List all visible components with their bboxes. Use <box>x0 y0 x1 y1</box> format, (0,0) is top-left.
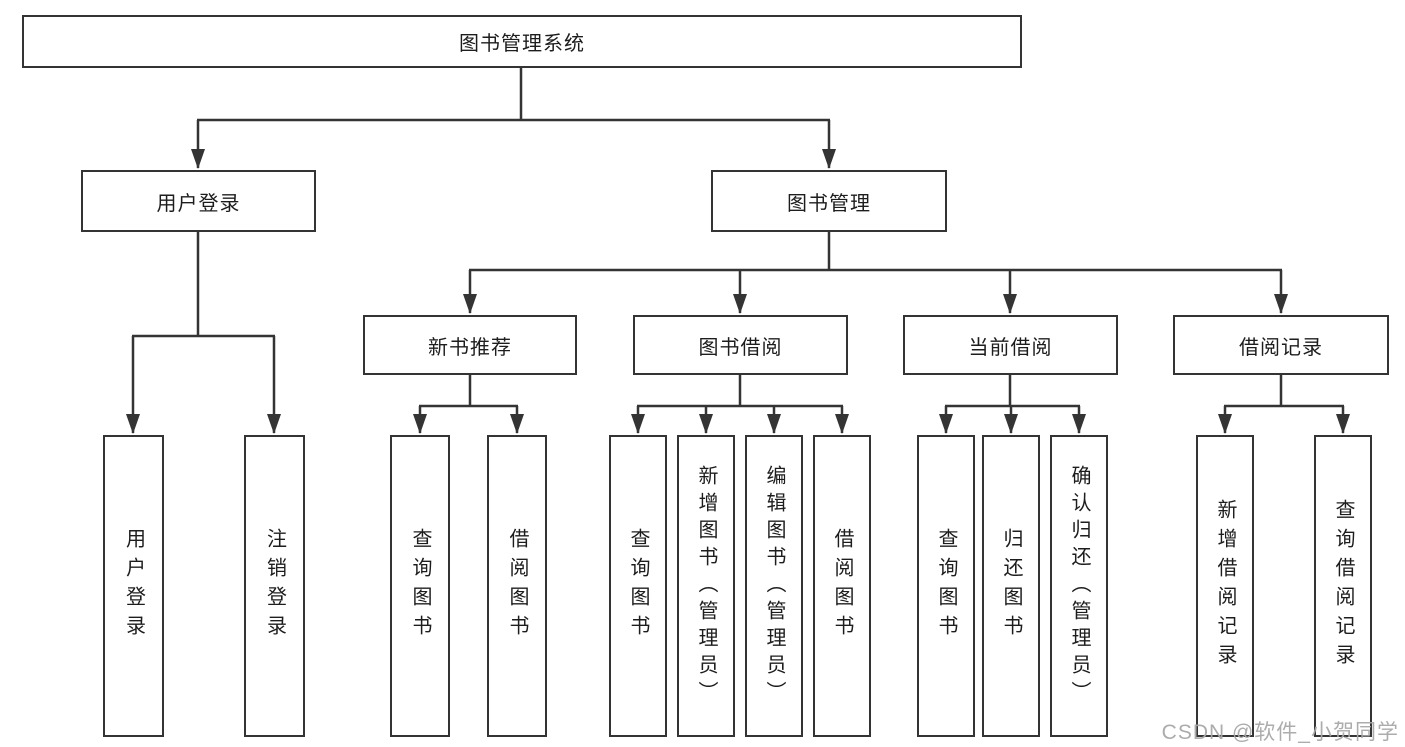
leaf-query-borrow-record-label: 查询借阅记录 <box>1332 499 1354 673</box>
node-borrow-records-label: 借阅记录 <box>1239 336 1323 359</box>
leaf-edit-book-admin: 编辑图书（管理员） <box>745 435 803 737</box>
leaf-borrow-book-recommend: 借阅图书 <box>487 435 547 737</box>
leaf-confirm-return-admin-label: 确认归还（管理员） <box>1068 464 1090 708</box>
leaf-return-book: 归还图书 <box>982 435 1040 737</box>
node-borrow-records: 借阅记录 <box>1173 315 1389 375</box>
node-current-borrow: 当前借阅 <box>903 315 1118 375</box>
leaf-add-book-admin: 新增图书（管理员） <box>677 435 735 737</box>
leaf-confirm-return-admin: 确认归还（管理员） <box>1050 435 1108 737</box>
leaf-add-borrow-record: 新增借阅记录 <box>1196 435 1254 737</box>
node-user-login-label: 用户登录 <box>156 192 241 215</box>
node-user-login: 用户登录 <box>81 170 316 232</box>
node-root-system: 图书管理系统 <box>22 15 1022 68</box>
node-book-borrow-label: 图书借阅 <box>698 336 783 359</box>
leaf-borrow-book: 借阅图书 <box>813 435 871 737</box>
node-root-label: 图书管理系统 <box>459 33 585 55</box>
leaf-user-login: 用户登录 <box>103 435 164 737</box>
leaf-add-book-admin-label: 新增图书（管理员） <box>695 464 717 708</box>
leaf-query-book-current: 查询图书 <box>917 435 975 737</box>
node-book-borrow: 图书借阅 <box>633 315 848 375</box>
leaf-logout-label: 注销登录 <box>263 528 286 644</box>
leaf-query-book-recommend: 查询图书 <box>390 435 450 737</box>
node-new-book-recommend: 新书推荐 <box>363 315 577 375</box>
leaf-logout: 注销登录 <box>244 435 305 737</box>
leaf-user-login-label: 用户登录 <box>122 528 145 644</box>
leaf-query-book-borrow: 查询图书 <box>609 435 667 737</box>
leaf-query-book-current-label: 查询图书 <box>935 528 957 644</box>
node-book-management-label: 图书管理 <box>787 192 871 215</box>
leaf-add-borrow-record-label: 新增借阅记录 <box>1214 499 1236 673</box>
leaf-query-book-recommend-label: 查询图书 <box>409 528 431 644</box>
leaf-query-book-borrow-label: 查询图书 <box>627 528 649 644</box>
leaf-query-borrow-record: 查询借阅记录 <box>1314 435 1372 737</box>
csdn-watermark: CSDN @软件_小贺同学 <box>1161 721 1399 744</box>
node-current-borrow-label: 当前借阅 <box>968 336 1053 359</box>
leaf-borrow-book-label: 借阅图书 <box>831 528 853 644</box>
leaf-borrow-book-recommend-label: 借阅图书 <box>506 528 528 644</box>
node-new-book-recommend-label: 新书推荐 <box>428 336 512 359</box>
node-book-management: 图书管理 <box>711 170 947 232</box>
leaf-return-book-label: 归还图书 <box>1000 528 1022 644</box>
leaf-edit-book-admin-label: 编辑图书（管理员） <box>763 464 785 708</box>
